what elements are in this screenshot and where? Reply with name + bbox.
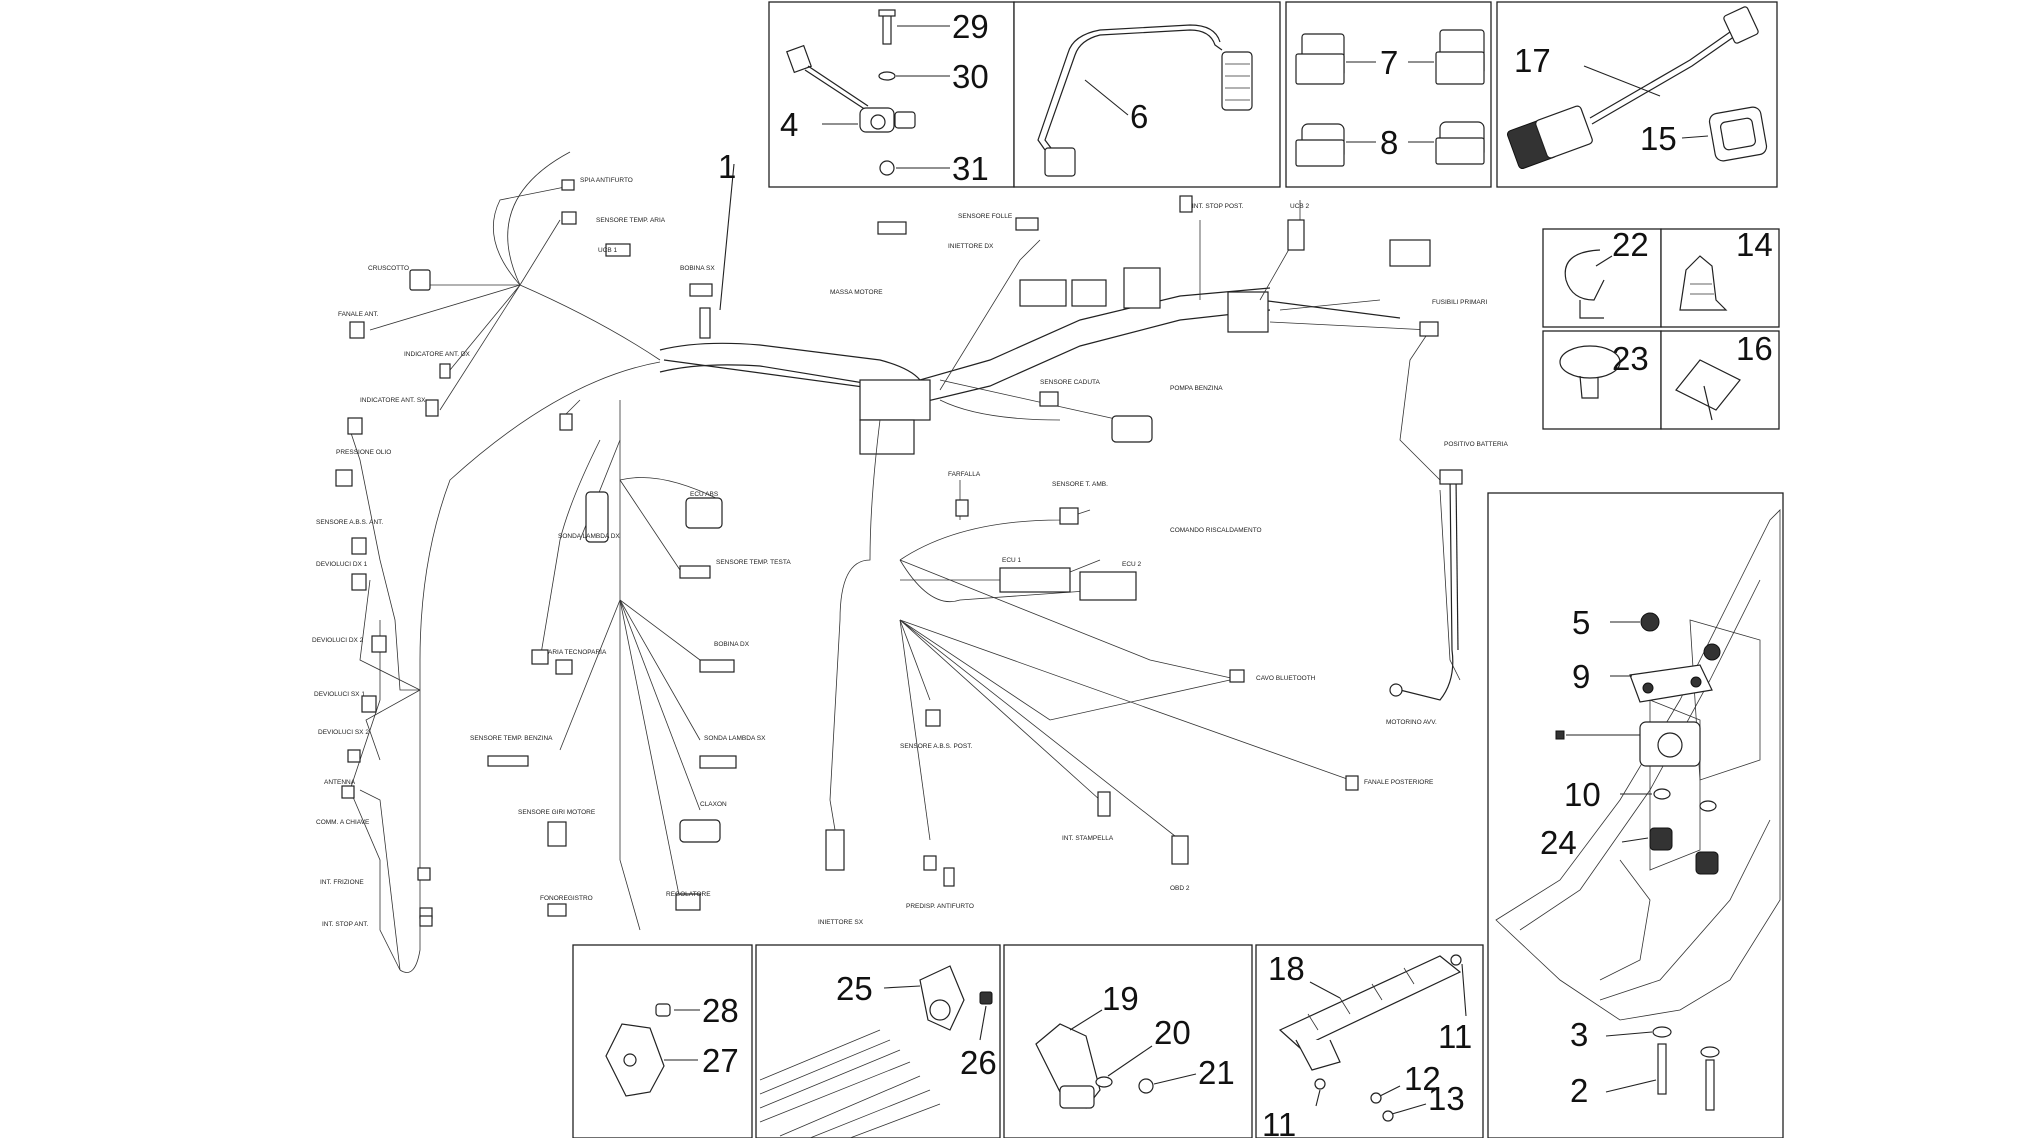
label-sensore-folle: SENSORE FOLLE xyxy=(958,213,1013,220)
label-pressione-olio: PRESSIONE OLIO xyxy=(336,449,391,456)
callout-4: 4 xyxy=(780,106,798,143)
label-ucb1: UCB 1 xyxy=(598,247,618,254)
label-devioluci-sx2: DEVIOLUCI SX 2 xyxy=(318,729,369,736)
label-bobina-sx: BOBINA SX xyxy=(680,265,715,272)
callout-2: 2 xyxy=(1570,1072,1588,1109)
callout-16: 16 xyxy=(1736,330,1773,367)
label-ecu1: ECU 1 xyxy=(1002,557,1022,564)
callout-26: 26 xyxy=(960,1044,997,1081)
callout-20: 20 xyxy=(1154,1014,1191,1051)
label-fanale-posteriore: FANALE POSTERIORE xyxy=(1364,779,1434,786)
label-aria-tecnica: ARIA TECNOPARIA xyxy=(548,649,607,656)
inset-panel-rivet-16: 16 xyxy=(1660,330,1780,430)
label-fanale-ant: FANALE ANT. xyxy=(338,311,379,318)
label-sonda-lambda-dx: SONDA LAMBDA DX xyxy=(558,533,620,540)
inset-panel-switch-4: 29 30 4 31 xyxy=(768,1,1015,188)
label-farfalla: FARFALLA xyxy=(948,471,981,478)
callout-30: 30 xyxy=(952,58,989,95)
inset-panel-cable-6: 6 xyxy=(1013,1,1281,188)
label-ecu-abs: ECU ABS xyxy=(690,491,719,498)
callout-28: 28 xyxy=(702,992,739,1029)
callout-22: 22 xyxy=(1612,226,1649,263)
label-int-stampella: INT. STAMPELLA xyxy=(1062,835,1114,842)
inset-panel-bracket-18: 18 11 12 13 11 xyxy=(1255,944,1484,1138)
main-wiring-harness: 1 xyxy=(312,148,1508,973)
callout-11-top: 11 xyxy=(1438,1018,1472,1055)
callout-25: 25 xyxy=(836,970,873,1007)
callout-18: 18 xyxy=(1268,950,1305,987)
label-antenna: ANTENNA xyxy=(324,779,356,786)
label-iniettore-dx: INIETTORE DX xyxy=(948,243,994,250)
label-cruscotto: CRUSCOTTO xyxy=(368,265,409,272)
label-fonoregistro: FONOREGISTRO xyxy=(540,895,593,902)
label-obd: OBD 2 xyxy=(1170,885,1190,892)
label-regolatore: REGOLATORE xyxy=(666,891,711,898)
callout-5: 5 xyxy=(1572,604,1590,641)
label-spia-antifurto: SPIA ANTIFURTO xyxy=(580,177,633,184)
inset-panel-clip-22: 22 xyxy=(1542,226,1662,328)
label-int-frizione: INT. FRIZIONE xyxy=(320,879,364,886)
callout-13: 13 xyxy=(1428,1080,1465,1117)
inset-panel-relays-7-8: 7 8 xyxy=(1285,1,1492,188)
label-sensore-abs-post: SENSORE A.B.S. POST. xyxy=(900,743,972,750)
callout-29: 29 xyxy=(952,8,989,45)
label-sensore-t-amb: SENSORE T. AMB. xyxy=(1052,481,1108,488)
callout-7: 7 xyxy=(1380,44,1398,81)
label-pompa-benzina: POMPA BENZINA xyxy=(1170,385,1223,392)
label-devioluci-dx2: DEVIOLUCI DX 2 xyxy=(312,637,364,644)
inset-panel-sensor-25-26: 25 26 xyxy=(755,944,1001,1138)
callout-14: 14 xyxy=(1736,226,1773,263)
inset-panel-socket-17-15: 17 15 xyxy=(1496,1,1778,188)
label-devioluci-dx1: DEVIOLUCI DX 1 xyxy=(316,561,368,568)
label-predisp-antifurto: PREDISP. ANTIFURTO xyxy=(906,903,974,910)
label-massa-motore: MASSA MOTORE xyxy=(830,289,883,296)
label-comm-chiave: COMM. A CHIAVE xyxy=(316,819,370,826)
label-iniettore-sx: INIETTORE SX xyxy=(818,919,864,926)
callout-6: 6 xyxy=(1130,98,1148,135)
callout-9: 9 xyxy=(1572,658,1590,695)
callout-24: 24 xyxy=(1540,824,1577,861)
label-comando-riscaldamento: COMANDO RISCALDAMENTO xyxy=(1170,527,1262,534)
callout-23: 23 xyxy=(1612,340,1649,377)
label-devioluci-sx1: DEVIOLUCI SX 1 xyxy=(314,691,365,698)
callout-11-bottom: 11 xyxy=(1262,1106,1296,1138)
callout-8: 8 xyxy=(1380,124,1398,161)
label-claxon: CLAXON xyxy=(700,801,727,808)
callout-27: 27 xyxy=(702,1042,739,1079)
label-sensore-temp-aria: SENSORE TEMP. ARIA xyxy=(596,217,666,224)
label-ucb2: UCB 2 xyxy=(1290,203,1310,210)
label-sensore-giri: SENSORE GIRI MOTORE xyxy=(518,809,596,816)
label-fusibili-primari: FUSIBILI PRIMARI xyxy=(1432,299,1487,306)
label-positivo-batteria: POSITIVO BATTERIA xyxy=(1444,441,1508,448)
inset-panel-sensor-27-28: 28 27 xyxy=(572,944,753,1138)
label-int-stop-ant: INT. STOP ANT. xyxy=(322,921,369,928)
inset-panel-sensor-19-20-21: 19 20 21 xyxy=(1003,944,1253,1138)
label-sensore-caduta: SENSORE CADUTA xyxy=(1040,379,1100,386)
callout-19: 19 xyxy=(1102,980,1139,1017)
label-sensore-abs-ant: SENSORE A.B.S. ANT. xyxy=(316,519,383,526)
label-int-stop-post: INT. STOP POST. xyxy=(1192,203,1244,210)
inset-panel-tie-23: 23 xyxy=(1542,330,1662,430)
callout-17: 17 xyxy=(1514,42,1551,79)
label-bobina-dx: BOBINA DX xyxy=(714,641,750,648)
callout-10: 10 xyxy=(1564,776,1601,813)
label-ind-ant-sx: INDICATORE ANT. SX xyxy=(360,397,426,404)
label-ind-ant-dx: INDICATORE ANT. DX xyxy=(404,351,471,358)
label-ecu2: ECU 2 xyxy=(1122,561,1142,568)
callout-1: 1 xyxy=(718,148,736,185)
callout-12: 12 xyxy=(1404,1060,1441,1097)
callout-31: 31 xyxy=(952,150,989,187)
label-motorino-avv: MOTORINO AVV. xyxy=(1386,719,1437,726)
label-sensore-temp-benzina: SENSORE TEMP. BENZINA xyxy=(470,735,553,742)
inset-panel-clip-14: 14 xyxy=(1660,226,1780,328)
label-cavo-bluetooth: CAVO BLUETOOTH xyxy=(1256,675,1316,682)
callout-21: 21 xyxy=(1198,1054,1235,1091)
callout-15: 15 xyxy=(1640,120,1677,157)
label-sonda-lambda-sx: SONDA LAMBDA SX xyxy=(704,735,766,742)
callout-3: 3 xyxy=(1570,1016,1588,1053)
inset-panel-rear-mudguard: 5 9 10 24 3 2 xyxy=(1487,492,1784,1138)
label-sensore-temp-testa: SENSORE TEMP. TESTA xyxy=(716,559,791,566)
